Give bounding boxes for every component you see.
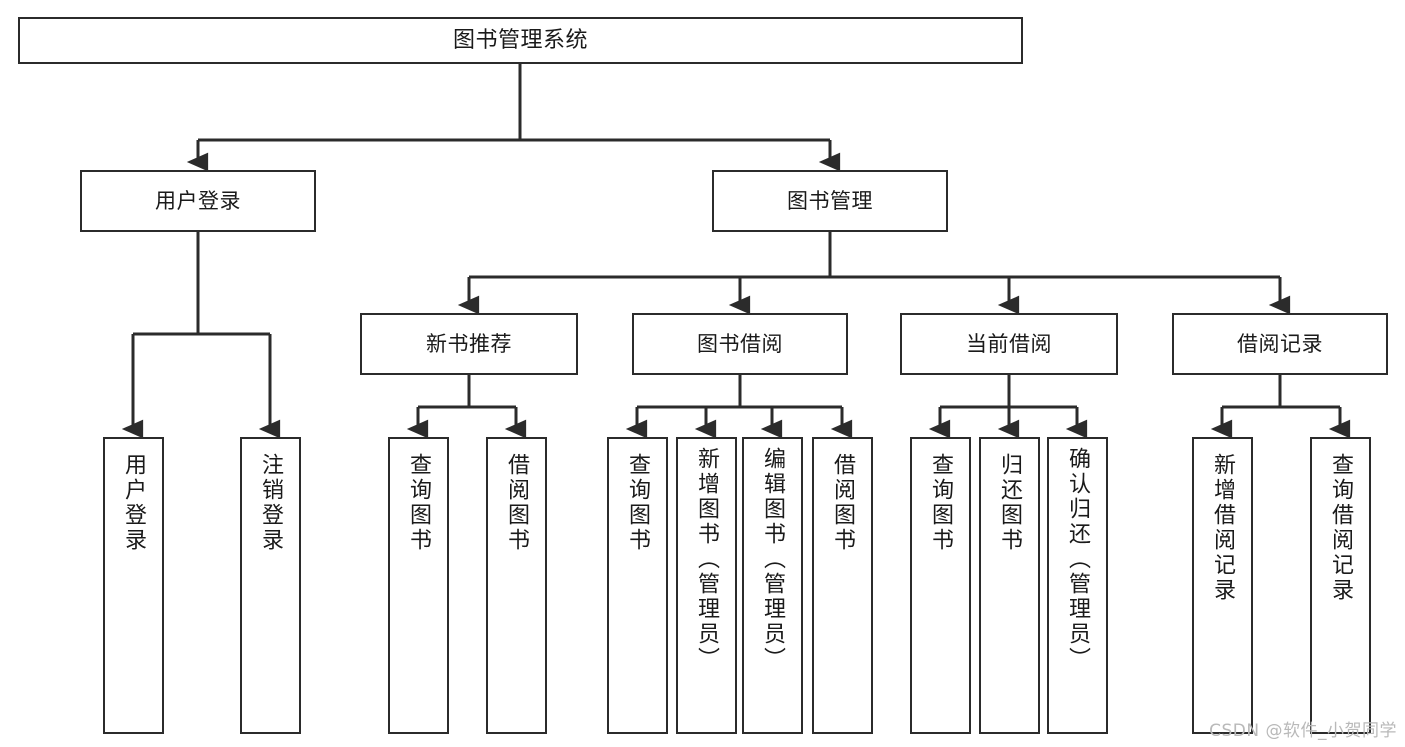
csdn-watermark: CSDN @软件_小贺同学: [1209, 721, 1397, 741]
leaf-logout[interactable]: 注销登录: [240, 437, 301, 734]
node-label: 借阅图书: [504, 453, 530, 553]
node-label: 查询图书: [928, 453, 954, 553]
node-label: 确认归还（管理员）: [1065, 447, 1091, 672]
node-label: 查询图书: [625, 453, 651, 553]
node-label: 图书借阅: [697, 331, 783, 356]
leaf-edit-book-admin[interactable]: 编辑图书（管理员）: [742, 437, 803, 734]
node-label: 新书推荐: [426, 331, 512, 356]
leaf-query-book-new[interactable]: 查询图书: [388, 437, 449, 734]
node-borrow-records[interactable]: 借阅记录: [1172, 313, 1388, 375]
leaf-confirm-return-admin[interactable]: 确认归还（管理员）: [1047, 437, 1108, 734]
node-current-borrowing[interactable]: 当前借阅: [900, 313, 1118, 375]
node-label: 图书管理: [787, 188, 873, 213]
leaf-query-book-borrow[interactable]: 查询图书: [607, 437, 668, 734]
leaf-query-borrow-record[interactable]: 查询借阅记录: [1310, 437, 1371, 734]
leaf-add-borrow-record[interactable]: 新增借阅记录: [1192, 437, 1253, 734]
node-label: 用户登录: [121, 453, 147, 553]
node-label: 用户登录: [155, 188, 241, 213]
node-label: 借阅记录: [1237, 331, 1323, 356]
node-label: 图书管理系统: [452, 27, 588, 53]
node-label: 注销登录: [258, 453, 284, 553]
node-user-login[interactable]: 用户登录: [80, 170, 316, 232]
node-root-system[interactable]: 图书管理系统: [18, 17, 1023, 64]
node-label: 查询图书: [406, 453, 432, 553]
node-label: 归还图书: [997, 453, 1023, 553]
leaf-user-login[interactable]: 用户登录: [103, 437, 164, 734]
leaf-add-book-admin[interactable]: 新增图书（管理员）: [676, 437, 737, 734]
node-book-management[interactable]: 图书管理: [712, 170, 948, 232]
node-label: 当前借阅: [966, 331, 1052, 356]
node-label: 借阅图书: [830, 453, 856, 553]
node-label: 新增借阅记录: [1210, 453, 1236, 603]
leaf-borrow-book-new[interactable]: 借阅图书: [486, 437, 547, 734]
leaf-query-book-current[interactable]: 查询图书: [910, 437, 971, 734]
node-book-borrowing[interactable]: 图书借阅: [632, 313, 848, 375]
leaf-borrow-book[interactable]: 借阅图书: [812, 437, 873, 734]
node-label: 查询借阅记录: [1328, 453, 1354, 603]
node-label: 新增图书（管理员）: [694, 447, 720, 672]
leaf-return-book[interactable]: 归还图书: [979, 437, 1040, 734]
node-label: 编辑图书（管理员）: [760, 447, 786, 672]
node-new-book-recommendation[interactable]: 新书推荐: [360, 313, 578, 375]
